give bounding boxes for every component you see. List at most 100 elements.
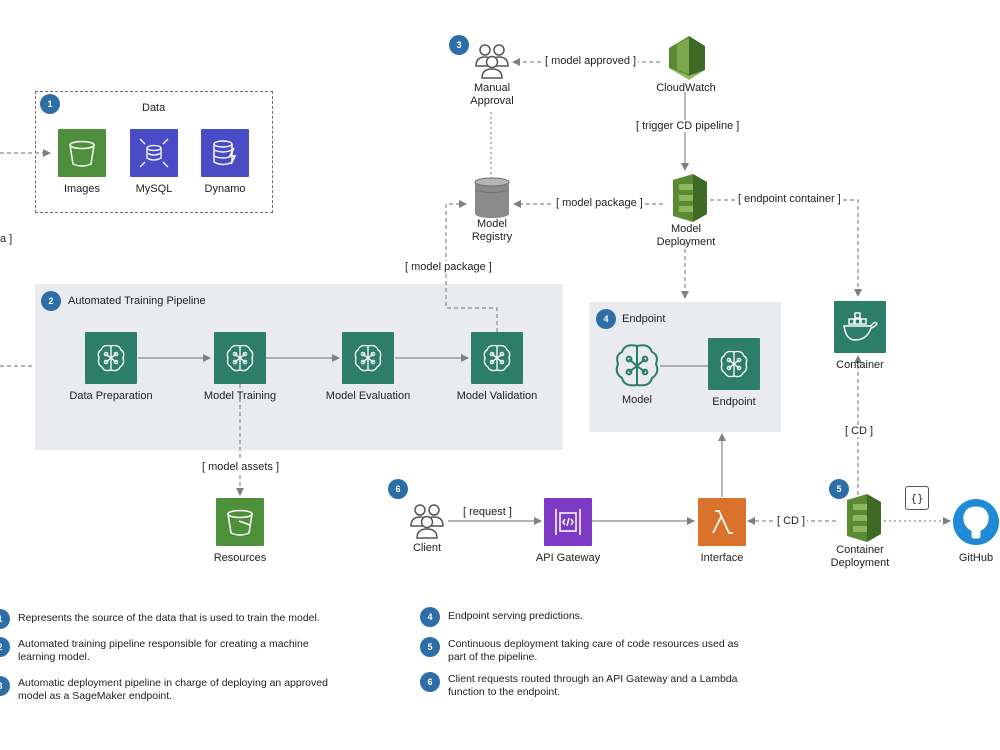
legend-badge: 1 <box>0 609 10 629</box>
label-trigger-cd: [ trigger CD pipeline ] <box>634 120 742 132</box>
legend-badge: 2 <box>0 637 10 657</box>
legend-item-1: 1 Represents the source of the data that… <box>0 609 320 629</box>
data-group-badge: 1 <box>40 94 60 114</box>
docker-container-icon <box>834 301 886 353</box>
model-label: Model <box>622 394 652 406</box>
api-gateway-icon <box>544 498 592 546</box>
legend-badge: 6 <box>420 672 440 692</box>
label-model-assets: [ model assets ] <box>200 461 282 473</box>
data-preparation-node: Data Preparation <box>65 332 157 403</box>
resources-label: Resources <box>213 552 267 564</box>
endpoint-group-title: Endpoint <box>622 313 666 325</box>
codedeploy-icon <box>837 494 883 542</box>
legend-item-4: 4 Endpoint serving predictions. <box>420 607 583 627</box>
model-validation-node: Model Validation <box>451 332 543 403</box>
legend-text: Continuous deployment taking care of cod… <box>448 638 739 663</box>
legend-badge: 5 <box>420 637 440 657</box>
manual-approval-label: Manual Approval <box>470 82 514 107</box>
endpoint-label: Endpoint <box>712 396 756 408</box>
client-badge: 6 <box>388 479 408 499</box>
lambda-icon <box>698 498 746 546</box>
client-node: Client <box>404 500 450 555</box>
mysql-node: MySQL <box>130 129 178 196</box>
sagemaker-brain-icon <box>708 338 760 390</box>
code-brackets-icon: {} <box>905 486 929 510</box>
container-node: Container <box>830 301 890 372</box>
approval-badge: 3 <box>449 35 469 55</box>
label-request: [ request ] <box>461 506 514 518</box>
legend-badge: 4 <box>420 607 440 627</box>
model-training-node: Model Training <box>194 332 286 403</box>
legend-text: Automatic deployment pipeline in charge … <box>18 677 328 702</box>
dynamo-node: Dynamo <box>201 129 249 196</box>
database-icon <box>130 129 178 177</box>
training-pipeline-badge: 2 <box>41 291 61 311</box>
sagemaker-brain-icon <box>471 332 523 384</box>
endpoint-group-badge: 4 <box>596 309 616 329</box>
data-group-title: Data <box>142 102 166 114</box>
registry-database-icon <box>472 176 512 218</box>
container-deployment-badge: 5 <box>829 479 849 499</box>
model-deployment-label: Model Deployment <box>656 223 716 248</box>
legend-item-6: 6 Client requests routed through an API … <box>420 672 738 699</box>
users-icon <box>472 40 512 80</box>
container-label: Container <box>836 359 884 371</box>
label-endpoint-container: [ endpoint container ] <box>736 193 843 205</box>
model-training-label: Model Training <box>203 390 277 402</box>
images-node: Images <box>58 129 106 196</box>
model-registry-node: Model Registry <box>462 176 522 244</box>
model-validation-label: Model Validation <box>456 390 538 402</box>
github-node: GitHub <box>951 498 1000 565</box>
container-deployment-label: Container Deployment <box>830 544 890 569</box>
model-deployment-node: Model Deployment <box>652 174 720 249</box>
container-deployment-node: Container Deployment <box>826 494 894 570</box>
model-node: Model <box>609 340 665 407</box>
api-gateway-label: API Gateway <box>535 552 601 564</box>
endpoint-node: Endpoint <box>704 338 764 409</box>
cloudwatch-icon <box>661 34 711 80</box>
brain-outline-icon <box>611 340 663 392</box>
images-label: Images <box>63 183 101 195</box>
legend-text: Client requests routed through an API Ga… <box>448 673 738 698</box>
interface-node: Interface <box>692 498 752 565</box>
training-pipeline-title: Automated Training Pipeline <box>68 295 206 307</box>
edge-model-package-2 <box>445 200 498 332</box>
legend-text: Automated training pipeline responsible … <box>18 638 309 663</box>
resources-node: Resources <box>210 498 270 565</box>
github-icon <box>952 498 1000 546</box>
manual-approval-node: Manual Approval <box>462 40 522 108</box>
client-label: Client <box>412 542 442 554</box>
github-label: GitHub <box>958 552 994 564</box>
legend-text: Endpoint serving predictions. <box>448 610 583 622</box>
label-model-package-1: [ model package ] <box>554 197 645 209</box>
cloudwatch-node: CloudWatch <box>650 34 722 95</box>
legend-item-2: 2 Automated training pipeline responsibl… <box>0 637 309 664</box>
cloudwatch-label: CloudWatch <box>656 82 716 94</box>
label-model-package-2: [ model package ] <box>403 261 494 273</box>
model-evaluation-node: Model Evaluation <box>322 332 414 403</box>
codedeploy-icon <box>663 174 709 222</box>
legend-item-5: 5 Continuous deployment taking care of c… <box>420 637 739 664</box>
model-registry-label: Model Registry <box>471 218 513 243</box>
bucket-icon <box>216 498 264 546</box>
data-preparation-label: Data Preparation <box>69 390 153 402</box>
edge-endpoint-container <box>710 199 862 297</box>
dynamo-label: Dynamo <box>204 183 246 195</box>
mysql-label: MySQL <box>135 183 173 195</box>
label-cd-1: [ CD ] <box>775 515 808 527</box>
users-icon <box>407 500 447 540</box>
interface-label: Interface <box>700 552 744 564</box>
dynamodb-icon <box>201 129 249 177</box>
sagemaker-brain-icon <box>342 332 394 384</box>
bucket-icon <box>58 129 106 177</box>
label-model-approved: [ model approved ] <box>543 55 639 67</box>
api-gateway-node: API Gateway <box>530 498 606 565</box>
legend-text: Represents the source of the data that i… <box>18 612 320 624</box>
sagemaker-brain-icon <box>85 332 137 384</box>
model-evaluation-label: Model Evaluation <box>325 390 411 402</box>
sagemaker-brain-icon <box>214 332 266 384</box>
legend-badge: 3 <box>0 676 10 696</box>
label-data-edge: a ] <box>0 233 13 245</box>
legend-item-3: 3 Automatic deployment pipeline in charg… <box>0 676 328 703</box>
label-cd-2: [ CD ] <box>843 425 876 437</box>
